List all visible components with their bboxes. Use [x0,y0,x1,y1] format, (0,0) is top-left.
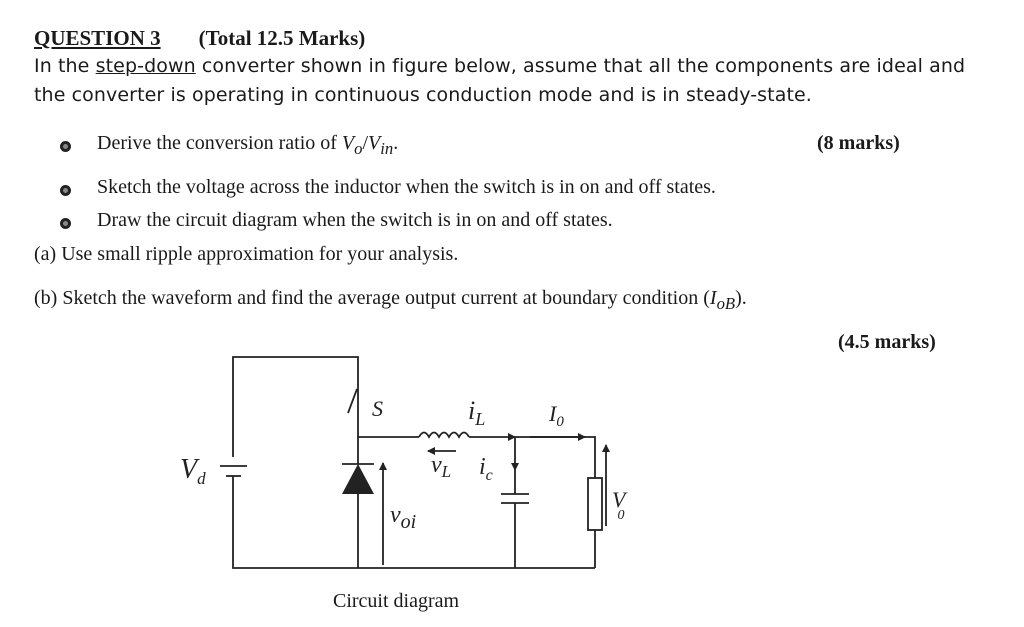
circuit-caption: Circuit diagram [333,590,460,612]
bullet-dot [60,185,71,196]
bullet-inductor-voltage: Sketch the voltage across the inductor w… [97,176,716,198]
marks-4-5: (4.5 marks) [838,331,936,353]
part-b: (b) Sketch the waveform and find the ave… [34,287,747,314]
switch-blade [347,388,358,414]
step-down-term: step-down [95,55,196,77]
inductor-coil [418,431,470,439]
question-heading: QUESTION 3 (Total 12.5 Marks) [34,26,365,51]
io-label: I0 [548,401,564,430]
intro-text: converter shown in figure below, assume … [195,55,966,77]
bullet-text: Derive the conversion ratio of [97,132,342,154]
intro-text: In the [34,55,96,77]
bullet-conversion-ratio: Derive the conversion ratio of Vo/Vin. [97,132,398,159]
part-b-close: ). [735,287,747,309]
vin-symbol: V [368,132,381,154]
intro-line-2: the converter is operating in continuous… [34,84,812,106]
vo-subscript: o [354,139,363,158]
vl-label: vL [431,452,451,481]
iob-subscript: oB [716,294,736,313]
voi-label: voi [390,502,416,533]
top-wire-right [515,436,596,478]
question-number: QUESTION 3 [34,26,161,50]
il-label: iL [468,396,485,429]
marks-8: (8 marks) [817,132,900,154]
part-a: (a) Use small ripple approximation for y… [34,243,459,265]
vd-label: Vd [180,454,206,488]
total-marks: (Total 12.5 Marks) [198,26,366,50]
part-b-text: (b) Sketch the waveform and find the ave… [34,287,710,309]
load-resistor [587,477,603,531]
bullet-circuit-diagram: Draw the circuit diagram when the switch… [97,209,613,231]
switch-label: S [372,396,383,421]
bullet-dot [60,218,71,229]
intro-line-1: In the step-down converter shown in figu… [34,55,965,77]
vo-symbol: V [341,132,355,154]
wire-bottom-left [232,476,358,569]
wire-left [232,356,359,457]
diode-icon [342,464,374,494]
vin-subscript: in [380,139,394,158]
iob-symbol: I [709,287,717,309]
ic-label: ic [479,454,493,484]
slash: / [362,132,369,154]
bullet-dot [60,141,71,152]
period: . [393,132,399,154]
